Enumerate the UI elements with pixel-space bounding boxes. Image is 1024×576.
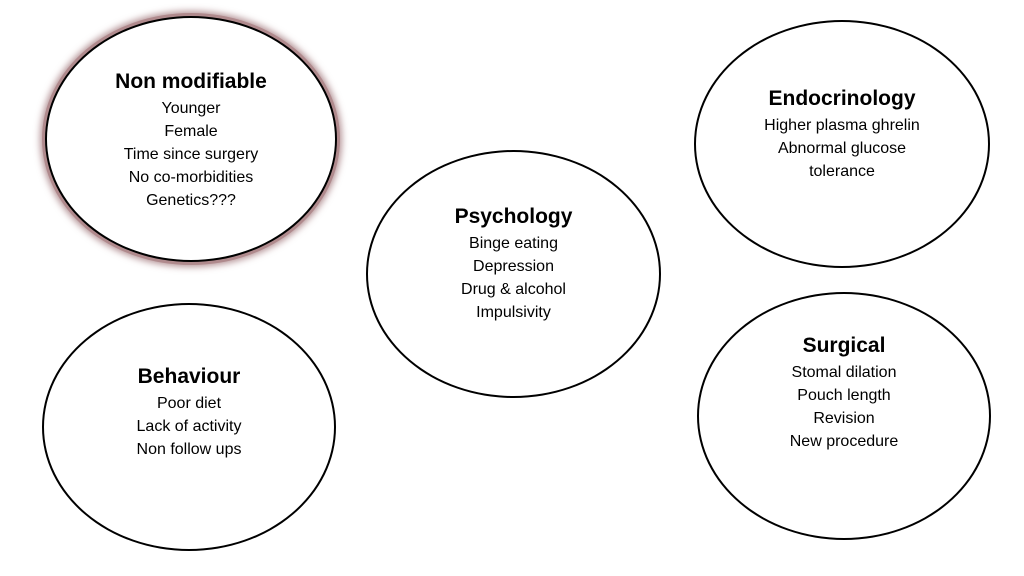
- non-modifiable-item: Younger: [161, 100, 221, 117]
- surgical-label: Surgical Stomal dilation Pouch length Re…: [697, 332, 991, 453]
- behaviour-label: Behaviour Poor diet Lack of activity Non…: [42, 363, 336, 461]
- psychology-item: Drug & alcohol: [461, 281, 566, 298]
- psychology-item: Depression: [473, 258, 554, 275]
- behaviour-item: Lack of activity: [136, 418, 242, 435]
- non-modifiable-title: Non modifiable: [115, 70, 267, 93]
- behaviour-ellipse: [42, 303, 336, 551]
- surgical-item: New procedure: [789, 433, 899, 450]
- psychology-title: Psychology: [454, 205, 573, 228]
- non-modifiable-item: Genetics???: [146, 192, 236, 209]
- non-modifiable-item: Time since surgery: [123, 146, 259, 163]
- endocrinology-title: Endocrinology: [768, 87, 916, 110]
- endocrinology-ellipse: [694, 20, 990, 268]
- psychology-item: Binge eating: [469, 235, 558, 252]
- psychology-ellipse: [366, 150, 661, 398]
- non-modifiable-item: No co-morbidities: [128, 169, 254, 186]
- endocrinology-item: Abnormal glucose: [777, 140, 907, 157]
- surgical-item: Revision: [813, 410, 875, 427]
- psychology-label: Psychology Binge eating Depression Drug …: [366, 203, 661, 324]
- surgical-ellipse: [697, 292, 991, 540]
- non-modifiable-label: Non modifiable Younger Female Time since…: [45, 68, 337, 212]
- endocrinology-item: tolerance: [809, 163, 875, 180]
- surgical-item: Pouch length: [797, 387, 891, 404]
- behaviour-title: Behaviour: [137, 365, 241, 388]
- non-modifiable-item: Female: [164, 123, 218, 140]
- endocrinology-label: Endocrinology Higher plasma ghrelin Abno…: [694, 85, 990, 183]
- non-modifiable-ellipse: [45, 16, 337, 262]
- endocrinology-item: Higher plasma ghrelin: [764, 117, 920, 134]
- behaviour-item: Non follow ups: [136, 441, 242, 458]
- surgical-item: Stomal dilation: [791, 364, 897, 381]
- behaviour-item: Poor diet: [156, 395, 222, 412]
- psychology-item: Impulsivity: [476, 304, 551, 321]
- surgical-title: Surgical: [802, 334, 886, 357]
